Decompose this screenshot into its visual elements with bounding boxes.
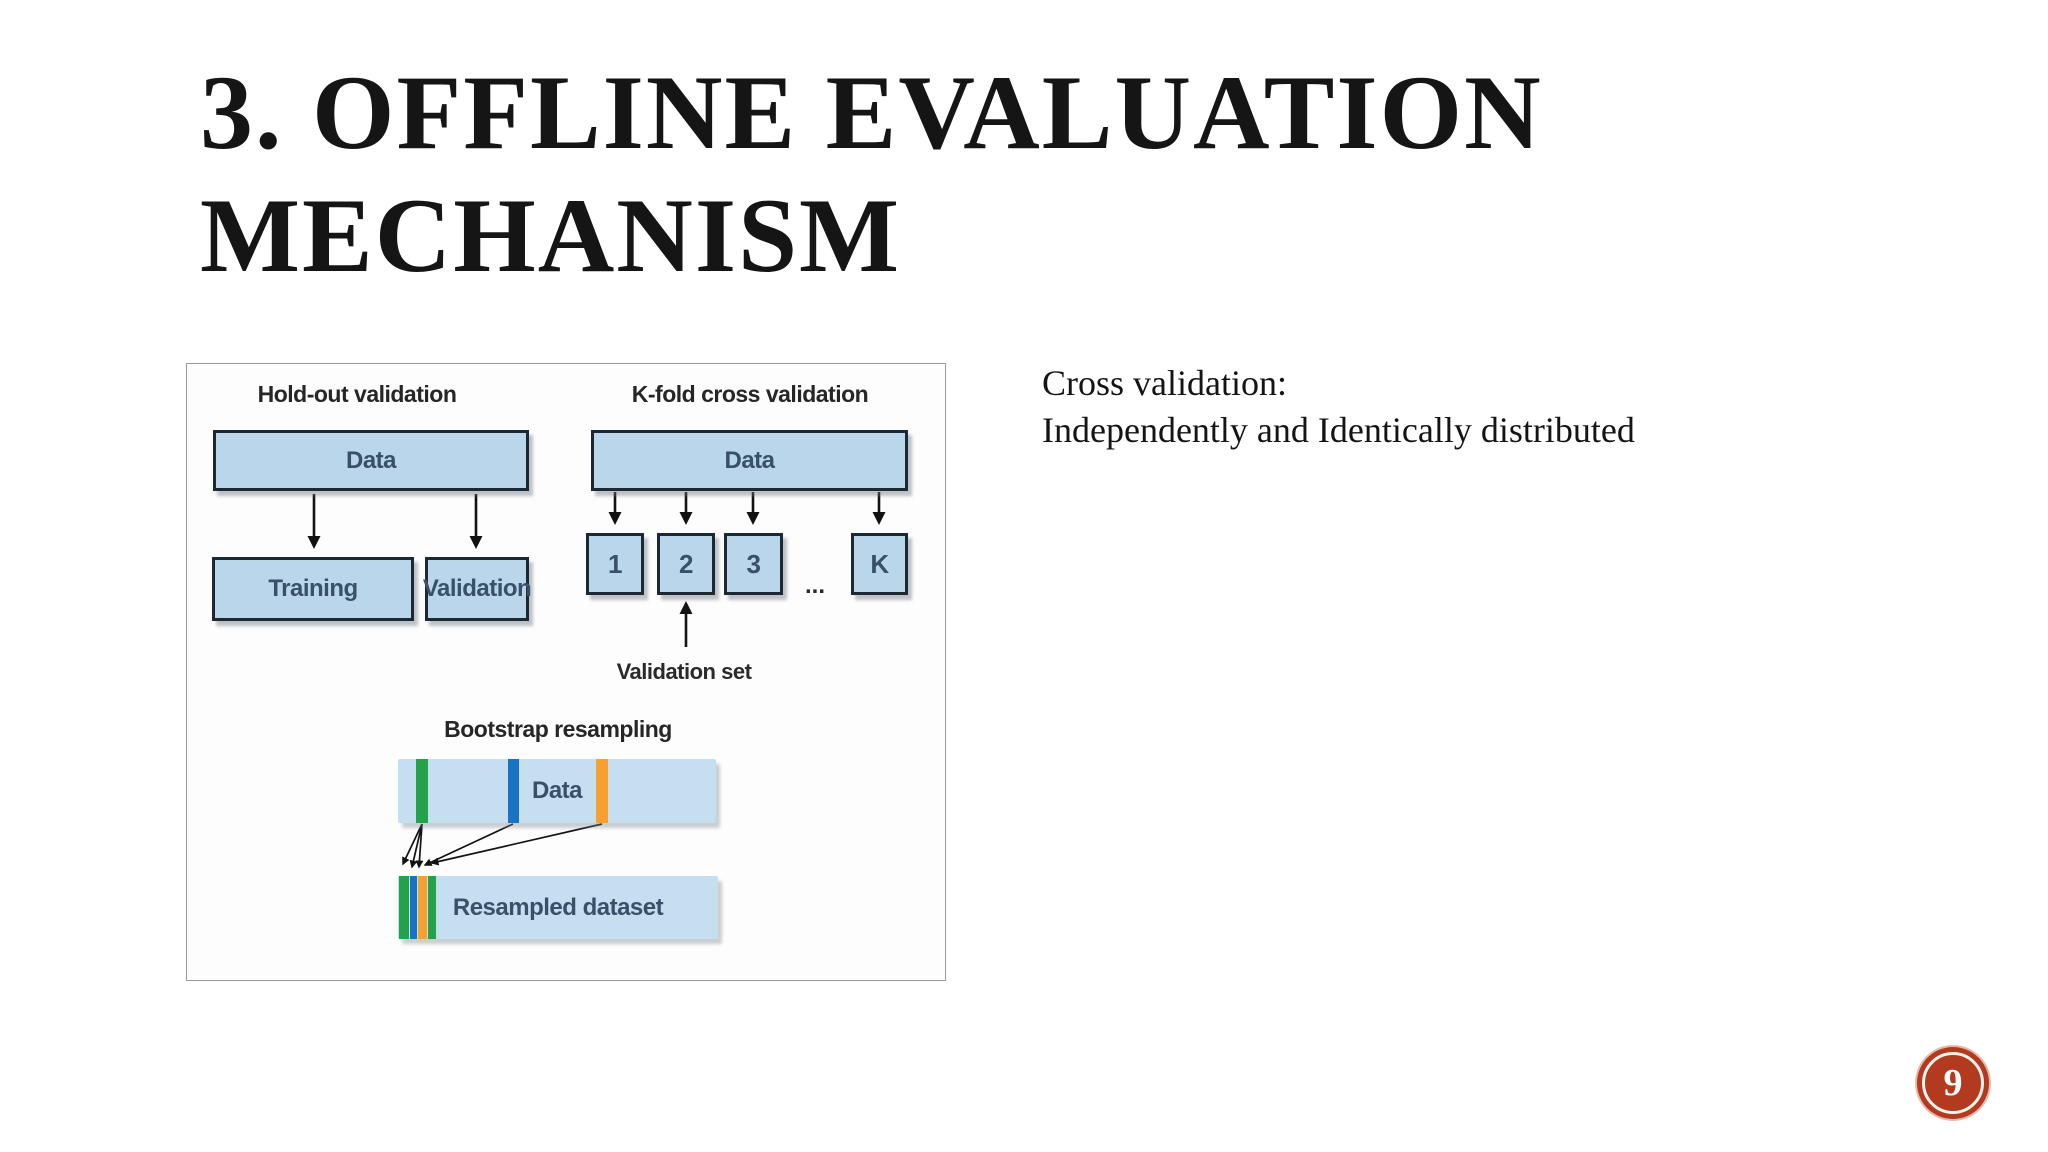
flow-arrows-svg bbox=[307, 492, 886, 869]
slide-title: 3. OFFLINE EVALUATION MECHANISM bbox=[200, 54, 1543, 294]
bootstrap-data-bar: Data bbox=[398, 759, 716, 823]
data-bar-blue-stripe bbox=[508, 759, 519, 823]
note-text: Cross validation: Independently and Iden… bbox=[1042, 360, 1635, 454]
kfold-fold-box-3: 3 bbox=[724, 533, 783, 595]
data-bar-orange-stripe bbox=[596, 759, 608, 823]
kfold-data-box: Data bbox=[591, 430, 908, 491]
page-number: 9 bbox=[1943, 1062, 1963, 1104]
kfold-fold-box-2: 2 bbox=[657, 533, 715, 595]
kfold-section-label: K-fold cross validation bbox=[631, 381, 869, 407]
note-line1: Cross validation: bbox=[1042, 363, 1287, 403]
holdout-section-label: Hold-out validation bbox=[257, 381, 457, 407]
bootstrap-section-label: Bootstrap resampling bbox=[444, 716, 672, 742]
kfold-fold-box-k: K bbox=[851, 533, 908, 595]
badge-ring: 9 bbox=[1922, 1052, 1984, 1114]
holdout-validation-box: Validation bbox=[423, 557, 532, 621]
resampled-dataset-bar: Resampled dataset bbox=[398, 876, 718, 939]
resampled-green-stripe-1 bbox=[399, 876, 409, 939]
kfold-fold-box-1: 1 bbox=[586, 533, 644, 595]
validation-set-label: Validation set bbox=[616, 659, 752, 684]
holdout-data-box: Data bbox=[213, 430, 529, 491]
note-line2: Independently and Identically distribute… bbox=[1042, 410, 1635, 450]
kfold-ellipsis: ... bbox=[804, 572, 826, 599]
figure-panel: Hold-out validation Data Training Valida… bbox=[186, 363, 946, 981]
resampled-blue-stripe bbox=[410, 876, 417, 939]
resampled-orange-stripe bbox=[418, 876, 427, 939]
holdout-training-box: Training bbox=[212, 557, 414, 621]
page-number-badge: 9 bbox=[1917, 1047, 1989, 1119]
data-bar-green-stripe bbox=[416, 759, 428, 823]
resampled-green-stripe-2 bbox=[428, 876, 436, 939]
